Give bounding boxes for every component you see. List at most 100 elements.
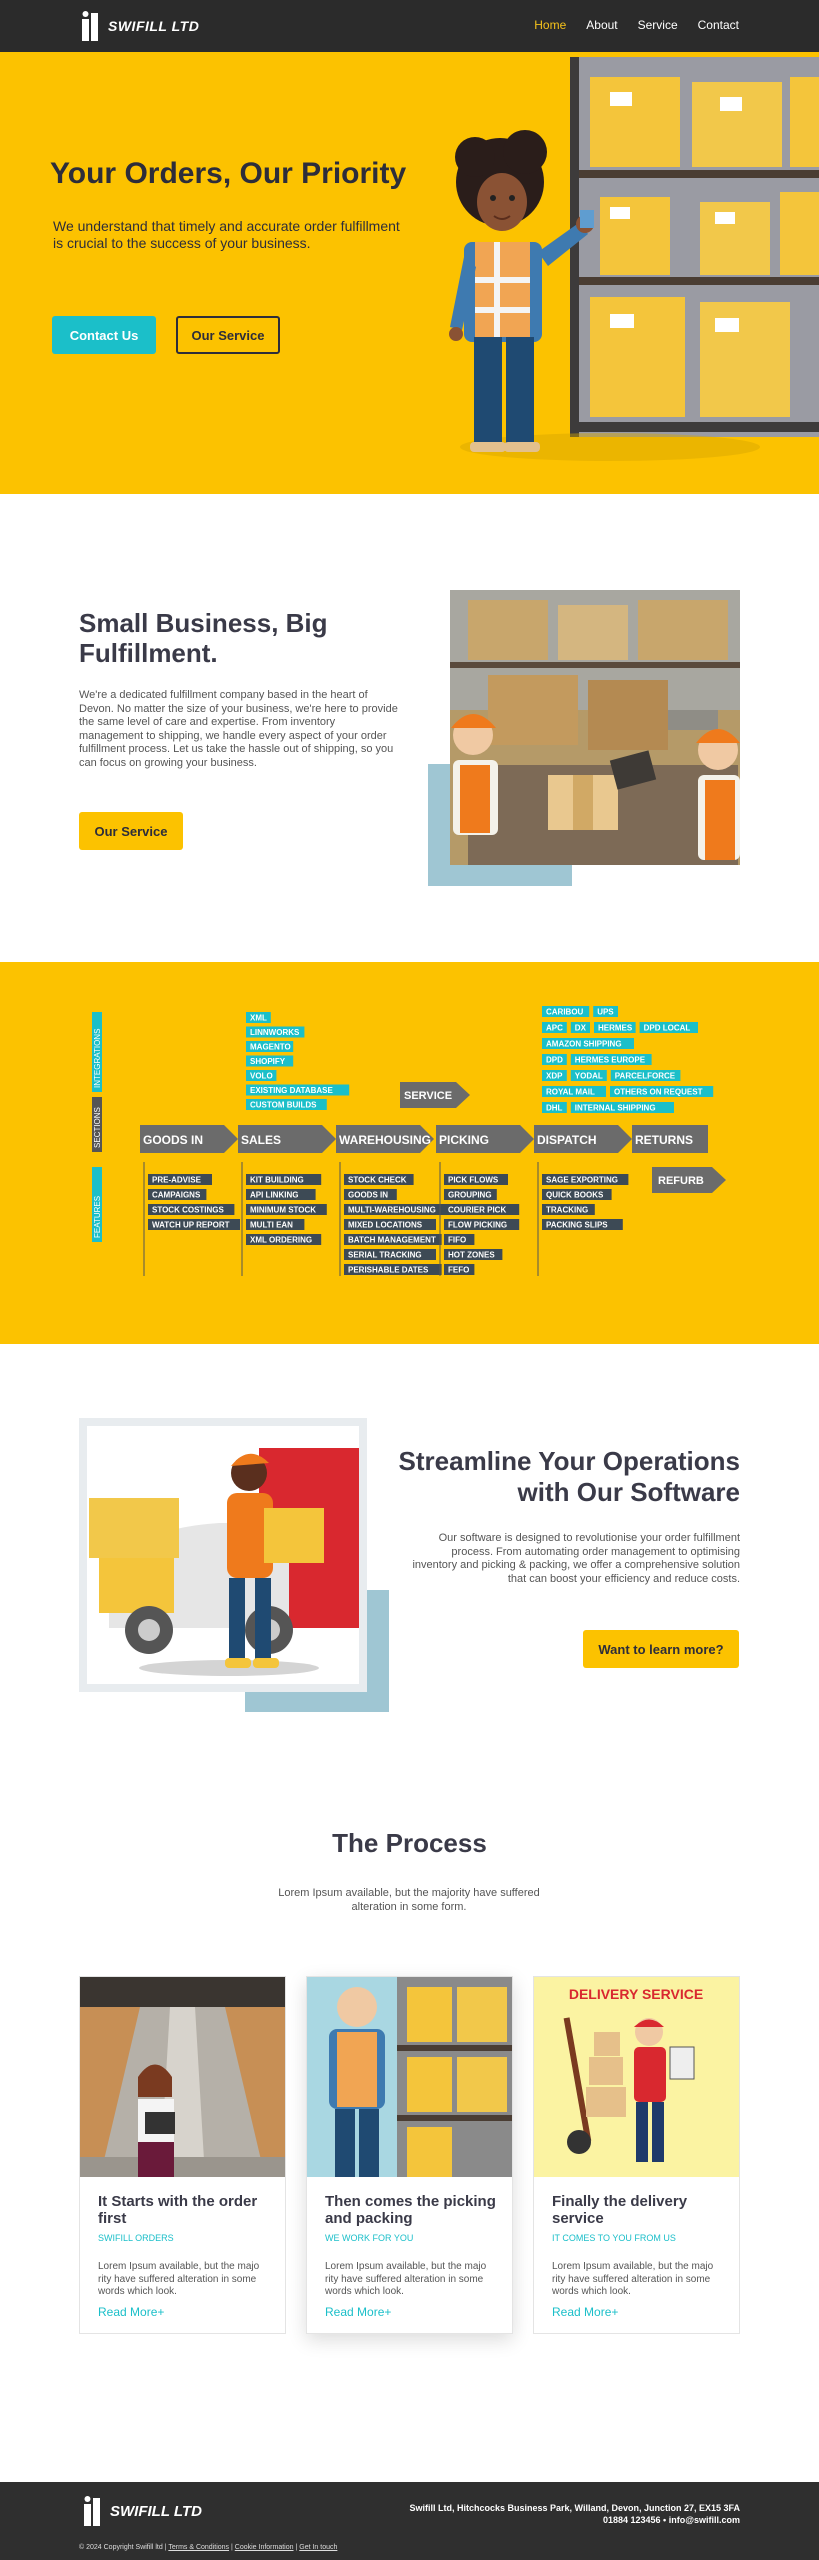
feature-tag-bg <box>148 1219 240 1230</box>
feature-tag-bg <box>542 1174 629 1185</box>
feature-tag-bg <box>444 1264 475 1275</box>
nav-about[interactable]: About <box>586 18 618 32</box>
terms-link[interactable]: Terms & Conditions <box>168 2544 230 2551</box>
fulfillment-text: We're a dedicated fulfillment company ba… <box>79 689 398 769</box>
top-nav: SWIFILL LTD Home About Service Contact <box>0 0 819 52</box>
nav-home[interactable]: Home <box>534 18 567 32</box>
integration-tag-bg <box>246 1026 305 1038</box>
feature-tag: MULTI-WAREHOUSING <box>348 1206 436 1215</box>
integration-tag: DPD <box>546 1056 563 1065</box>
get-in-touch-link[interactable]: Get In touch <box>299 2544 338 2551</box>
integration-tag: CARIBOU <box>546 1008 584 1017</box>
integration-tag: EXISTING DATABASE <box>250 1086 333 1095</box>
order-illustration <box>80 1977 285 2177</box>
footer: SWIFILL LTD Swifill Ltd, Hitchcocks Busi… <box>0 2482 819 2560</box>
learn-more-button[interactable]: Want to learn more? <box>583 1630 739 1668</box>
footer-logo[interactable]: SWIFILL LTD <box>82 2494 202 2528</box>
feature-tag: TRACKING <box>546 1206 588 1215</box>
feature-tag-bg <box>246 1219 305 1230</box>
feature-tag-bg <box>246 1189 316 1200</box>
stage-label: GOODS IN <box>143 1133 203 1147</box>
fulfillment-title: Small Business, Big Fulfillment. <box>79 608 328 668</box>
integration-tag: XML <box>250 1014 267 1023</box>
side-label: INTEGRATIONS <box>93 1029 102 1088</box>
integration-tag: AMAZON SHIPPING <box>546 1040 622 1049</box>
integration-tag-bg <box>246 1055 294 1067</box>
integration-tag: VOLO <box>250 1072 273 1081</box>
feature-tag: KIT BUILDING <box>250 1176 304 1185</box>
feature-tag: CAMPAIGNS <box>152 1191 201 1200</box>
card-tag: SWIFILL ORDERS <box>98 2233 174 2243</box>
process-card-order: It Starts with the order first SWIFILL O… <box>79 1976 286 2334</box>
integration-tag-bg <box>542 1102 567 1113</box>
stage-arrow <box>336 1125 434 1153</box>
stage-label: SALES <box>241 1133 281 1147</box>
contact-us-button[interactable]: Contact Us <box>52 316 156 354</box>
nav-contact[interactable]: Contact <box>697 18 739 32</box>
integration-tag: MAGENTO <box>250 1043 291 1052</box>
integration-tag: ROYAL MAIL <box>546 1088 595 1097</box>
feature-tag: SERIAL TRACKING <box>348 1251 422 1260</box>
integration-tag: CUSTOM BUILDS <box>250 1101 317 1110</box>
refurb-label: REFURB <box>658 1175 704 1187</box>
fulfillment-service-button[interactable]: Our Service <box>79 812 183 850</box>
feature-tag: STOCK CHECK <box>348 1176 407 1185</box>
integration-tag: HERMES <box>598 1024 633 1033</box>
packing-workers-illustration <box>428 590 740 886</box>
side-bar <box>92 1167 102 1242</box>
card-body: Lorem Ipsum available, but the majo rity… <box>98 2261 260 2297</box>
card-title: It Starts with the order first <box>98 2193 258 2227</box>
read-more-link[interactable]: Read More+ <box>552 2305 619 2319</box>
integration-tag-bg <box>246 1012 271 1023</box>
brand-name: SWIFILL LTD <box>108 18 200 34</box>
feature-tag: STOCK COSTINGS <box>152 1206 225 1215</box>
feature-tag-bg <box>344 1219 436 1230</box>
integration-tag-bg <box>570 1022 590 1033</box>
integration-tag: HERMES EUROPE <box>575 1056 646 1065</box>
footer-contact: 01884 123456 • info@swifill.com <box>603 2515 740 2525</box>
feature-tag-bg <box>344 1264 442 1275</box>
process-subtitle: Lorem Ipsum available, but the majority … <box>278 1887 540 1913</box>
feature-tag-bg <box>444 1204 520 1215</box>
stage-arrow <box>436 1125 534 1153</box>
integration-tag-bg <box>246 1041 294 1052</box>
feature-tag: MINIMUM STOCK <box>250 1206 316 1215</box>
feature-tag: MULTI EAN <box>250 1221 293 1230</box>
feature-tag-bg <box>246 1174 322 1185</box>
stage-label: PICKING <box>439 1133 489 1147</box>
warehouse-worker-illustration <box>430 52 819 494</box>
stage-label: DISPATCH <box>537 1133 597 1147</box>
read-more-link[interactable]: Read More+ <box>325 2305 392 2319</box>
feature-tag: FEFO <box>448 1266 469 1275</box>
feature-tag-bg <box>444 1219 520 1230</box>
integration-tag-bg <box>570 1070 607 1081</box>
cookie-link[interactable]: Cookie Information <box>234 2544 294 2551</box>
integration-tag: UPS <box>597 1008 614 1017</box>
card-body: Lorem Ipsum available, but the majo rity… <box>325 2261 487 2297</box>
integration-tag: XDP <box>546 1072 563 1081</box>
feature-tag: MIXED LOCATIONS <box>348 1221 423 1230</box>
integration-tag-bg <box>610 1086 714 1097</box>
footer-address-block: Swifill Ltd, Hitchcocks Business Park, W… <box>409 2502 740 2526</box>
brand-logo[interactable]: SWIFILL LTD <box>80 9 199 43</box>
footer-brand: SWIFILL LTD <box>110 2502 202 2520</box>
feature-tag: FIFO <box>448 1236 466 1245</box>
side-label: FEATURES <box>93 1196 102 1238</box>
feature-tag: FLOW PICKING <box>448 1221 507 1230</box>
read-more-link[interactable]: Read More+ <box>98 2305 165 2319</box>
integration-tag: PARCELFORCE <box>615 1072 676 1081</box>
our-service-button[interactable]: Our Service <box>176 316 280 354</box>
software-title: Streamline Your Operations with Our Soft… <box>398 1446 740 1507</box>
integration-tag-bg <box>542 1006 590 1017</box>
nav-service[interactable]: Service <box>637 18 678 32</box>
integration-tag-bg <box>542 1054 567 1065</box>
integration-tag-bg <box>246 1070 277 1081</box>
feature-tag-bg <box>542 1204 595 1215</box>
copyright-text: © 2024 Copyright Swifill ltd | <box>79 2544 167 2551</box>
integration-tag-bg <box>570 1102 674 1113</box>
feature-tag-bg <box>542 1189 612 1200</box>
nav-links: Home About Service Contact <box>534 18 739 32</box>
feature-tag: SAGE EXPORTING <box>546 1176 618 1185</box>
integration-tag: LINNWORKS <box>250 1028 300 1037</box>
card-title: Finally the delivery service <box>552 2193 688 2227</box>
